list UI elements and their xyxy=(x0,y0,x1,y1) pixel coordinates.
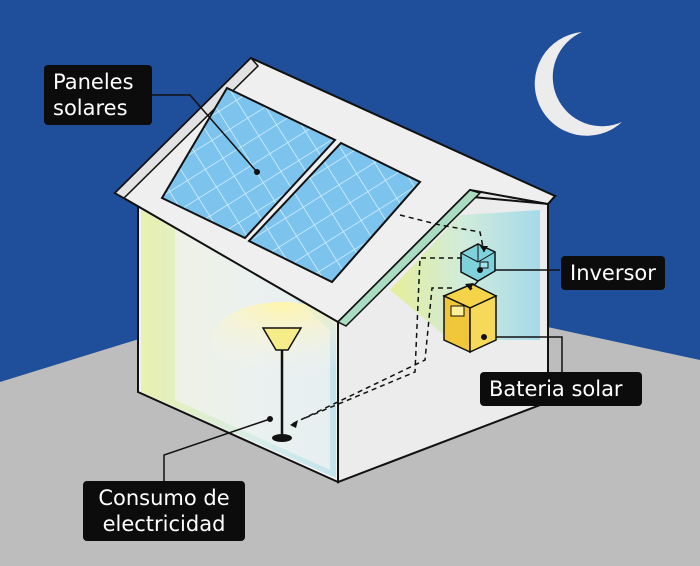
roof-trim xyxy=(336,189,482,327)
battery-window xyxy=(450,305,465,317)
solar-panel-right xyxy=(247,141,422,284)
side-wall-glow xyxy=(390,210,540,340)
roof-edge xyxy=(113,56,260,199)
leader-lines xyxy=(152,94,563,481)
inverter-label: Inversor xyxy=(561,256,665,290)
battery-side xyxy=(469,294,497,354)
wiring xyxy=(289,214,485,426)
solar-panels-label: Paneles solares xyxy=(44,65,152,125)
inverter-indicator xyxy=(479,261,489,269)
moon-icon xyxy=(534,32,622,136)
lamp-icon xyxy=(261,327,303,442)
electricity-consumption-label: Consumo de electricidad xyxy=(83,481,245,541)
solar-battery-label: Bateria solar xyxy=(480,372,642,406)
